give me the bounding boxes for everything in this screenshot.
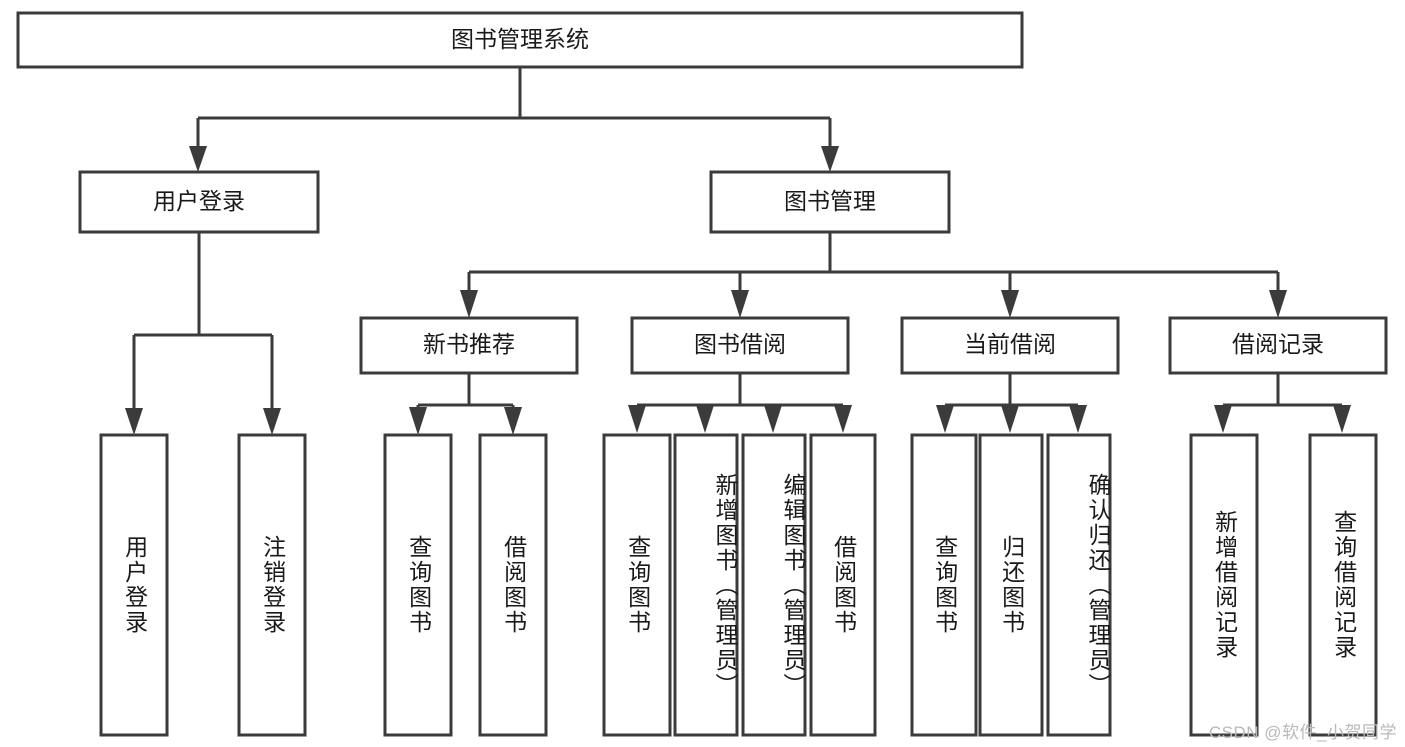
arrow-to-leaf-add-borrow-record xyxy=(1214,405,1232,433)
arrow-to-leaf-add-book-admin xyxy=(696,405,714,433)
arrow-to-leaf-logout-login xyxy=(263,408,281,435)
leaf-box-confirm-return-admin[interactable] xyxy=(1046,433,1112,737)
node-root[interactable]: 图书管理系统 xyxy=(16,11,1024,69)
leaf-box-query-book-borrow[interactable] xyxy=(602,433,672,737)
node-current-borrow-label: 当前借阅 xyxy=(964,331,1056,357)
arrow-to-leaf-query-book-current xyxy=(936,405,954,433)
leaf-box-user-login[interactable] xyxy=(99,433,169,737)
leaf-box-logout-login[interactable] xyxy=(237,433,307,737)
watermark-text: CSDN @软件_小贺同学 xyxy=(1208,723,1397,742)
arrow-to-new-book-rec xyxy=(460,290,478,318)
arrow-to-leaf-query-book-borrow xyxy=(628,405,646,433)
node-book-borrow[interactable]: 图书借阅 xyxy=(630,316,850,375)
arrow-to-leaf-borrow-book xyxy=(834,405,852,433)
node-root-label: 图书管理系统 xyxy=(451,26,589,52)
arrow-to-leaf-user-login xyxy=(125,408,143,435)
arrow-root-to-book-manage xyxy=(821,146,839,172)
arrow-to-leaf-return-book xyxy=(1001,405,1019,433)
arrow-to-current-borrow xyxy=(1001,290,1019,318)
connectors-layer xyxy=(125,67,1351,435)
arrow-to-leaf-borrow-book-rec xyxy=(504,407,522,435)
node-new-book-rec[interactable]: 新书推荐 xyxy=(359,316,579,375)
node-book-manage[interactable]: 图书管理 xyxy=(709,170,951,234)
node-book-manage-label: 图书管理 xyxy=(784,188,876,214)
leaf-box-add-book-admin[interactable] xyxy=(673,433,739,737)
leaf-box-borrow-book[interactable] xyxy=(809,433,877,737)
node-borrow-record-label: 借阅记录 xyxy=(1232,331,1324,357)
leaf-box-return-book[interactable] xyxy=(978,433,1044,737)
node-user-login-label: 用户登录 xyxy=(153,188,245,214)
leaf-box-query-borrow-record[interactable] xyxy=(1308,433,1378,737)
arrow-root-to-user-login xyxy=(189,146,207,172)
arrow-to-leaf-query-book-rec xyxy=(409,407,427,435)
nodes-layer: 图书管理系统 用户登录 图书管理 新书推荐 图书借阅 当前 xyxy=(16,11,1388,737)
arrow-to-leaf-confirm-return-admin xyxy=(1069,405,1087,433)
arrow-to-book-borrow xyxy=(731,290,749,318)
leaf-box-query-book-rec[interactable] xyxy=(383,433,453,737)
leaf-box-query-book-current[interactable] xyxy=(910,433,978,737)
node-user-login[interactable]: 用户登录 xyxy=(78,170,320,234)
node-borrow-record[interactable]: 借阅记录 xyxy=(1168,316,1388,375)
arrow-to-borrow-record xyxy=(1269,290,1287,318)
arrow-to-leaf-query-borrow-record xyxy=(1333,405,1351,433)
leaf-box-edit-book-admin[interactable] xyxy=(741,433,807,737)
leaf-box-add-borrow-record[interactable] xyxy=(1189,433,1259,737)
arrow-to-leaf-edit-book-admin xyxy=(764,405,782,433)
node-book-borrow-label: 图书借阅 xyxy=(694,331,786,357)
leaf-box-borrow-book-rec[interactable] xyxy=(478,433,548,737)
node-current-borrow[interactable]: 当前借阅 xyxy=(900,316,1120,375)
node-new-book-rec-label: 新书推荐 xyxy=(423,331,515,357)
